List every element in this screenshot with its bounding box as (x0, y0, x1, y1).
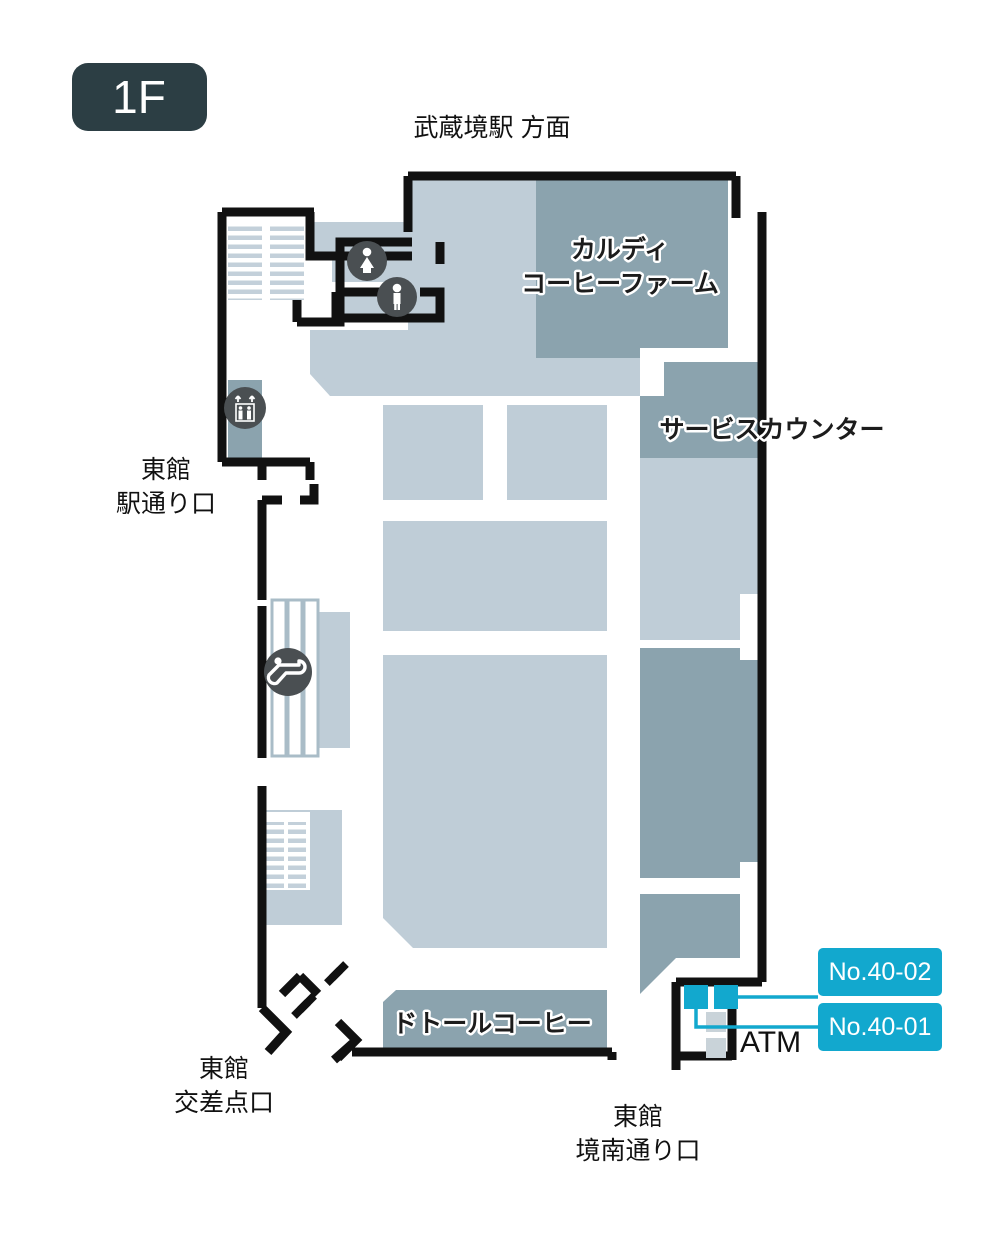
escalator-icon (264, 648, 312, 696)
area-center-d (383, 655, 607, 948)
wall-wc-inner-upper (297, 237, 412, 327)
area-doutor-notch (383, 990, 396, 1002)
area-doutor (383, 990, 607, 1048)
entrance-label-intersection-line1: 東館 (199, 1055, 249, 1083)
area-service-counter (640, 362, 760, 458)
direction-label: 武蔵境駅 方面 (414, 114, 571, 142)
callout-label-40-01: No.40-01 (829, 1013, 932, 1041)
entrance-label-station-line2: 駅通り口 (116, 490, 216, 518)
entrance-label-kyonan-line2: 境南通り口 (575, 1137, 700, 1165)
floor-badge-label: 1F (112, 71, 166, 123)
tenant-label-doutor: ドトールコーヒー (392, 1010, 592, 1038)
wall-bottom-diag-join (331, 1040, 355, 1064)
atm-label: ATM (740, 1026, 801, 1059)
area-kaldi (536, 180, 728, 358)
tenant-label-kaldi-line1: カルディ (571, 235, 669, 264)
wall-bl-diag-3 (296, 972, 322, 998)
callout-no-40-02[interactable]: No.40-02 (818, 948, 942, 996)
area-top-corridor-tail (310, 330, 340, 396)
area-center-c (383, 521, 607, 631)
area-escalator-side (316, 612, 350, 748)
stairs-north-hatch (228, 222, 304, 300)
restroom-men-icon (377, 277, 417, 317)
wall-wc-lower-box (331, 287, 445, 323)
area-right-dark-mid (640, 648, 762, 878)
area-center-b (507, 405, 607, 500)
entrance-dash-marks (291, 961, 349, 1019)
atm-box-1 (706, 1012, 726, 1032)
entrance-label-intersection-line2: 交差点口 (174, 1089, 274, 1117)
area-top-corridor (310, 330, 640, 396)
tenant-label-service-counter: サービスカウンター (659, 416, 884, 444)
area-center-a (383, 405, 483, 500)
floor-walls (217, 171, 767, 1070)
callout-no-40-01[interactable]: No.40-01 (818, 1003, 942, 1051)
stairs-south-hatch (266, 822, 306, 890)
wall-bl-diag-1 (258, 1004, 293, 1056)
unit-swatches (684, 985, 738, 1009)
area-sc-light (640, 458, 760, 640)
wall-bl-diag-2 (278, 972, 304, 998)
callout-label-40-02: No.40-02 (829, 958, 932, 986)
callout-leader-lines (694, 995, 818, 1029)
atm-box-2 (706, 1038, 726, 1058)
tenant-label-kaldi-line2: コーヒーファーム (521, 270, 719, 298)
floor-badge: 1F (72, 63, 207, 131)
leader-line-40-01 (694, 1009, 818, 1029)
restroom-women-icon (347, 241, 387, 281)
elevator-icon (224, 387, 266, 429)
area-right-dark-lower (640, 894, 740, 994)
entrance-label-station-line1: 東館 (141, 456, 191, 484)
unit-swatch-40-02[interactable] (714, 985, 738, 1009)
wall-left-seg-a-tick2 (300, 484, 319, 505)
unit-swatch-40-01[interactable] (684, 985, 708, 1009)
entrance-label-kyonan-line1: 東館 (613, 1103, 663, 1131)
